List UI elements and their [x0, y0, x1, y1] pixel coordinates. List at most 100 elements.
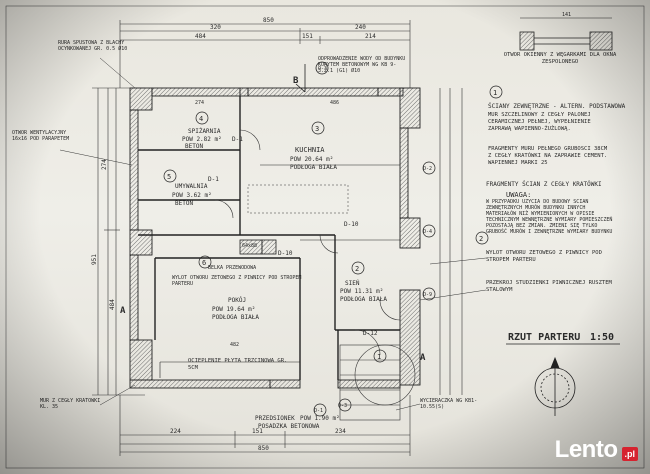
drawing-scale: 1:50 — [590, 332, 614, 343]
room-1-number: 1 — [377, 353, 381, 361]
chimney-ducts — [239, 239, 277, 255]
odprowadzenie-note: ODPROWADZENIE WODY OD BUDYNKU KORYTEM BE… — [318, 56, 405, 74]
room-4-name: SPIŻARNIA — [188, 128, 221, 135]
room-4-number: 4 — [199, 115, 203, 123]
legend-sciany: ŚCIANY ZEWNĘTRZNE - ALTERN. PODSTAWOWA — [488, 103, 626, 110]
marker-d10-b: D-10 — [344, 221, 359, 228]
right-dimensions — [439, 88, 463, 395]
top-dimensions — [119, 20, 411, 88]
legend-circle-2 — [475, 231, 489, 245]
room-3-area: POW 20.64 m² — [290, 156, 333, 163]
dim-left-total: 951 — [91, 254, 98, 265]
wycieraczka-note: WYCIERACZKA WG KB1-10.55(S) — [420, 398, 477, 410]
room-2-number: 2 — [355, 265, 359, 273]
interior-walls — [138, 96, 400, 380]
section-b-label: B — [293, 76, 299, 86]
dim-bottom-c: 234 — [335, 428, 346, 435]
otwor-went-note: OTWÓR WENTYLACYJNY 16x16 POD PARAPETEM — [12, 130, 69, 142]
dim-top-left: 320 — [210, 24, 221, 31]
mur-leader — [99, 384, 136, 406]
wylot-leader — [429, 257, 487, 265]
legend-circle-1 — [489, 85, 503, 99]
room-1-floor: POSADZKA BETONOWA — [258, 423, 320, 430]
watermark-text: Lento — [554, 436, 618, 463]
section-a-right: A — [420, 353, 426, 363]
ocieplenie-note: OCIEPLENIE PŁYTA TRZCINOWA GR. 5CM — [188, 358, 287, 371]
room-5-name: UMYWALNIA — [175, 183, 208, 190]
room-6-floor: PODŁOGA BIAŁA — [212, 314, 259, 321]
watermark-badge: .pl — [621, 447, 638, 461]
marker-o3-top: O-3 — [318, 66, 327, 72]
marker-d10: D-10 — [278, 250, 293, 257]
dim-bottom-b: 151 — [252, 428, 263, 435]
legend-fragmenty1: FRAGMENTY MURU PEŁNEGO GRUBOŚCI 38CM Z C… — [488, 146, 607, 166]
room-5-number: 5 — [167, 173, 171, 181]
thin-partitions — [159, 164, 400, 378]
marker-o9: O-9 — [423, 292, 432, 298]
wycieraczka-leader — [395, 403, 421, 411]
dim-mid-b: 486 — [330, 100, 339, 106]
legend-circle-1-num: 1 — [493, 89, 497, 97]
north-arrow-icon — [534, 356, 576, 416]
rura-leader — [99, 57, 136, 89]
wylot-interior-note: WYLOT OTWORU ZETOWEGO Z PIWNICY POD STRO… — [172, 275, 301, 287]
door-swings — [214, 129, 401, 356]
room-2-name: SIEŃ — [345, 280, 360, 287]
mur-cegly-note: MUR Z CEGŁY KRATÓWKI KL. 35 — [40, 398, 100, 410]
exterior-walls — [129, 87, 421, 389]
room-3-floor: PODŁOGA BIAŁA — [290, 164, 337, 171]
dim-top-total: 850 — [263, 17, 274, 24]
dim-left-b: 484 — [109, 299, 116, 310]
room-circles — [163, 111, 387, 363]
lento-watermark: Lento .pl — [555, 436, 638, 464]
room-6-name: POKÓJ — [228, 297, 246, 304]
marker-o2: O-2 — [423, 166, 432, 172]
room-4-floor: BETON — [185, 143, 203, 150]
marker-o3-bottom: O-3 — [338, 403, 347, 409]
window-detail — [519, 17, 613, 51]
room-6-number: 6 — [202, 259, 206, 267]
legend-wylot: WYLOT OTWORU ZETOWEGO Z PIWNICY POD STRO… — [486, 250, 602, 263]
legend-uwaga-title: UWAGA: — [506, 191, 531, 199]
legend-przekroj: PRZEKRÓJ STUDZIENKI PIWNICZNEJ RUSZTEM S… — [486, 280, 612, 293]
dim-top-a: 484 — [195, 33, 206, 40]
room-3-name: KUCHNIA — [295, 146, 325, 154]
entrance-steps — [339, 344, 416, 421]
dim-left-a: 274 — [101, 159, 108, 170]
legend-fragmenty2: FRAGMENTY ŚCIAN Z CEGŁY KRATÓWKI — [486, 181, 602, 188]
rura-note: RURA SPUSTOWA Z BLACHY OCYNKOWANEJ GR. 0… — [58, 40, 127, 52]
room-2-floor: PODŁOGA BIAŁA — [340, 296, 387, 303]
dim-bottom-a: 224 — [170, 428, 181, 435]
marker-d1-a: D-1 — [232, 136, 243, 143]
dim-right-small: 141 — [562, 12, 571, 18]
bottom-dimensions — [119, 395, 411, 456]
section-a-left: A — [120, 306, 126, 316]
marker-o4: O-4 — [423, 229, 432, 235]
przekroj-leader — [419, 289, 487, 301]
okienny-note: OTWÓR OKIENNY Z WĘGARKAMI DLA OKNA ZESPO… — [504, 52, 617, 65]
sheet-frame — [5, 5, 645, 469]
room-1-area: POW 1.90 m² — [300, 415, 340, 422]
room-5-floor: BETON — [175, 200, 193, 207]
dim-top-c: 214 — [365, 33, 376, 40]
marker-d12: D-12 — [363, 330, 378, 337]
otwor-leader — [59, 149, 133, 166]
legend-mur: MUR SZCZELINOWY Z CEGŁY PALONEJ CERAMICZ… — [488, 112, 591, 132]
room-6-area: POW 19.64 m² — [212, 306, 255, 313]
dim-mid-a: 274 — [195, 100, 204, 106]
room-2-area: POW 11.31 m² — [340, 288, 383, 295]
dim-mid-c: 64x88 — [242, 243, 257, 249]
dim-top-b: 151 — [302, 33, 313, 40]
belka-note: BELKA PRZEWODOWA — [208, 265, 256, 271]
kitchen-note — [250, 174, 365, 214]
room-5-area: POW 3.62 m² — [172, 192, 212, 199]
room-1-name: PRZEDSIONEK — [255, 415, 295, 422]
section-marker-b — [295, 61, 329, 93]
kitchen-counter — [247, 184, 349, 214]
legend-uwaga-text: W PRZYPADKU UŻYCIA DO BUDOWY ŚCIAN ZEWNĘ… — [486, 199, 612, 235]
legend-circle-2-num: 2 — [479, 235, 483, 243]
dim-bottom-total: 850 — [258, 445, 269, 452]
element-markers — [313, 161, 436, 417]
